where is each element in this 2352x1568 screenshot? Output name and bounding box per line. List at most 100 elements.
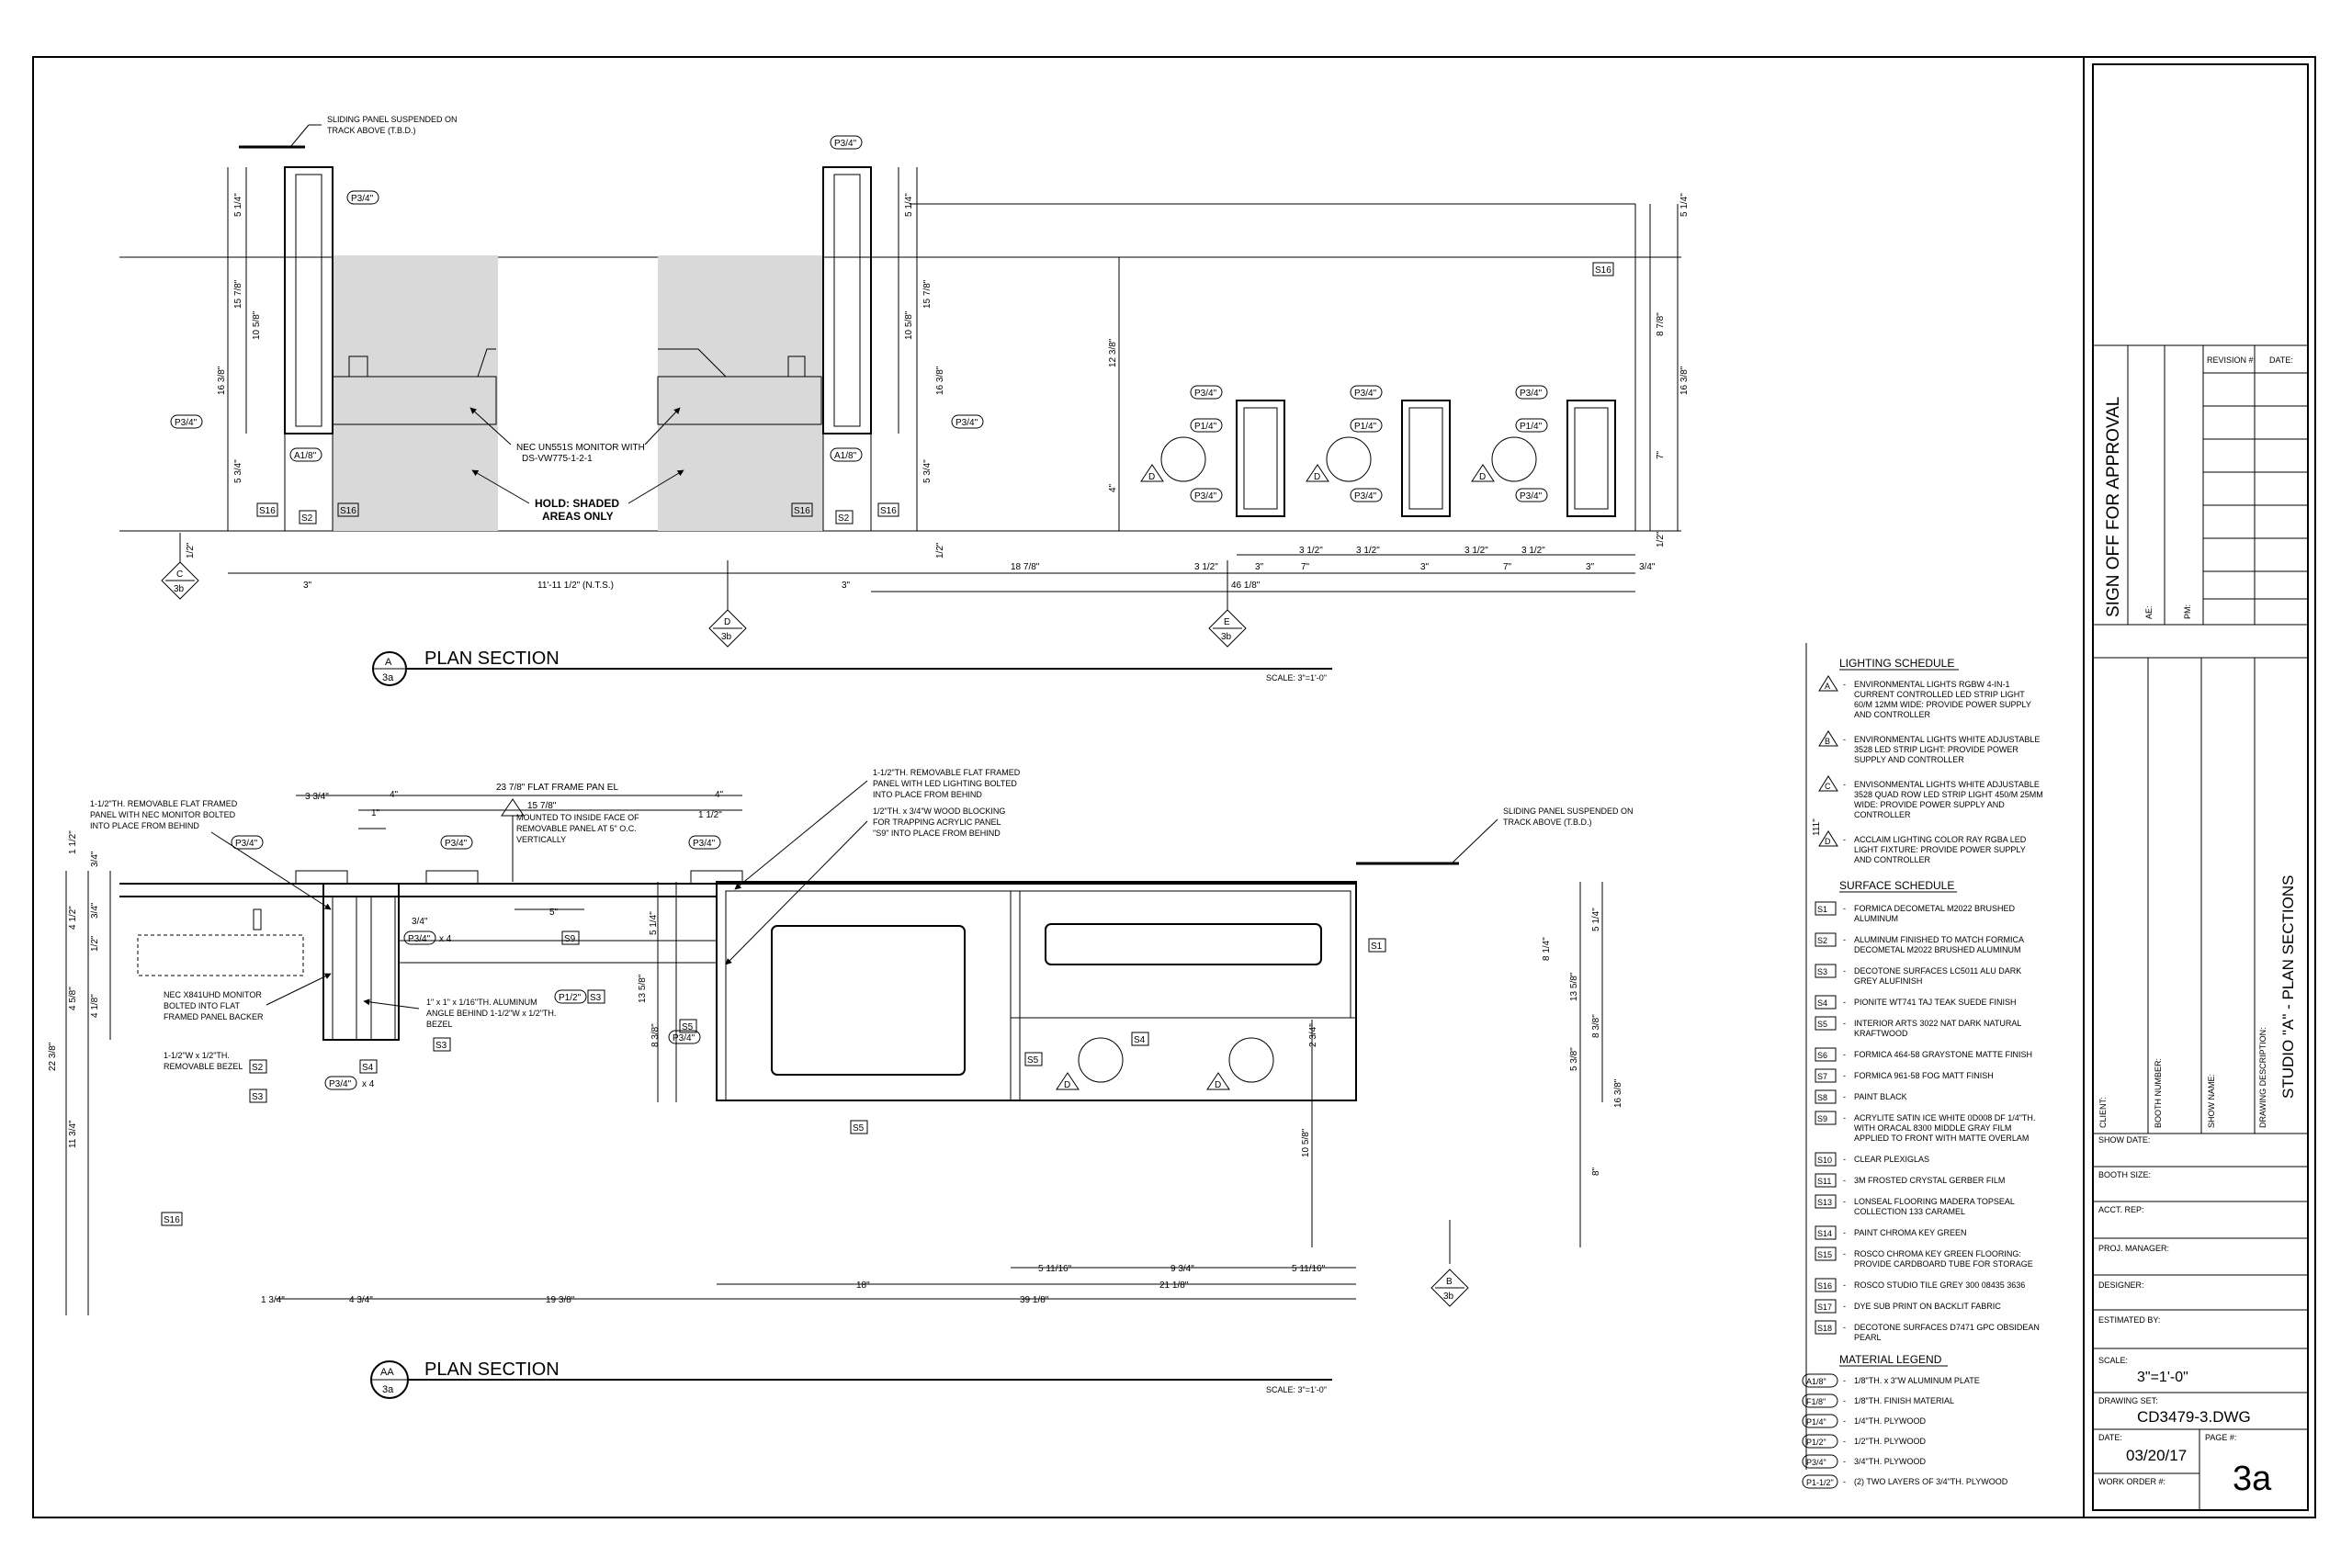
item-text: PROVIDE CARDBOARD TUBE FOR STORAGE xyxy=(1854,1259,2033,1269)
tag-box xyxy=(1815,1247,1837,1261)
drawing-description-value: STUDIO "A" - PLAN SECTIONS xyxy=(2279,875,2297,1100)
tag-label: S5 xyxy=(1817,1020,1827,1029)
tag-triangle xyxy=(1818,730,1838,747)
dim: 3 1/2" xyxy=(1521,546,1545,556)
tag-box xyxy=(1815,964,1837,978)
designer-label: DESIGNER: xyxy=(2098,1280,2144,1290)
tag-letter: D xyxy=(1825,837,1831,846)
dim: 16 3/8" xyxy=(935,366,945,395)
dash: - xyxy=(1843,904,1846,913)
note-panel-monitor: 1-1/2"TH. REMOVABLE FLAT FRAMED xyxy=(90,799,238,808)
tag-pill xyxy=(1802,1434,1838,1449)
note-mounted-2: REMOVABLE PANEL AT 5" O.C. xyxy=(516,824,637,833)
sheet-border xyxy=(32,56,2316,1518)
dash: - xyxy=(1843,1249,1846,1258)
note-bezel: 1-1/2"W x 1/2"TH. xyxy=(164,1051,230,1060)
date-label: DATE: xyxy=(2098,1433,2122,1442)
note-led-panel-2: PANEL WITH LED LIGHTING BOLTED xyxy=(873,779,1017,788)
dim: 5 1/4" xyxy=(1679,193,1690,217)
note-angle-3: BEZEL xyxy=(426,1020,453,1029)
surface-item: S13-LONSEAL FLOORING MADERA TOPSEALCOLLE… xyxy=(1815,1194,2015,1216)
tag-p12: P1/2" xyxy=(559,993,582,1003)
dash: - xyxy=(1843,1019,1846,1028)
dim: 1 3/4" xyxy=(261,1295,285,1305)
scale-value: 3"=1'-0" xyxy=(2137,1370,2188,1385)
tag-label: P3/4" xyxy=(1806,1458,1826,1467)
page-number-value: 3a xyxy=(2233,1460,2272,1498)
note-bezel-2: REMOVABLE BEZEL xyxy=(164,1062,243,1071)
tag-s2: S2 xyxy=(838,513,850,524)
dim: 3 1/2" xyxy=(1464,546,1488,556)
date-value: 03/20/17 xyxy=(2126,1447,2187,1464)
dim: 5 1/4" xyxy=(233,193,243,217)
drawing-description-label: DRAWING DESCRIPTION: xyxy=(2258,1027,2267,1128)
tag-p14: P1/4" xyxy=(1194,422,1217,432)
dim: 111" xyxy=(1812,818,1822,836)
dash: - xyxy=(1843,1280,1846,1290)
tag-s3: S3 xyxy=(435,1041,447,1051)
schedules-panel: LIGHTING SCHEDULE A-ENVIRONMENTAL LIGHTS… xyxy=(1802,657,2043,1489)
bubble-top: AA xyxy=(380,1367,394,1378)
dim: 4" xyxy=(1108,483,1118,492)
dim: 1/2" xyxy=(90,935,100,952)
dash: - xyxy=(1843,1228,1846,1237)
note-sliding-panel-2: TRACK ABOVE (T.B.D.) xyxy=(327,126,416,135)
bubble-bottom: 3a xyxy=(382,672,394,683)
item-text: ALUMINUM FINISHED TO MATCH FORMICA xyxy=(1854,935,2024,944)
tag-p34: P3/4" xyxy=(1520,491,1543,502)
tag-a18: A1/8" xyxy=(294,451,317,461)
item-text: PEARL xyxy=(1854,1333,1882,1342)
tag-pill xyxy=(1802,1373,1838,1388)
dim-flat-frame: 23 7/8" FLAT FRAME PAN EL xyxy=(496,783,618,793)
item-text: ROSCO STUDIO TILE GREY 300 08435 3636 xyxy=(1854,1280,2025,1290)
dash: - xyxy=(1843,966,1846,976)
tag-d-3: D xyxy=(1479,472,1486,482)
item-text: WITH ORACAL 8300 MIDDLE GRAY FILM xyxy=(1854,1123,2011,1133)
tag-label: F1/8" xyxy=(1806,1397,1826,1406)
tag-p34: P3/4" xyxy=(1194,389,1217,399)
tag-p34: P3/4" xyxy=(1354,389,1377,399)
led-panel-box xyxy=(716,881,1357,1101)
dash: - xyxy=(1843,1155,1846,1164)
tag-letter: C xyxy=(1825,782,1831,791)
dash: - xyxy=(1843,680,1846,689)
drawing-set-value: CD3479-3.DWG xyxy=(2137,1408,2251,1426)
tag-p34: P3/4" xyxy=(693,839,716,849)
tag-p34: P3/4" xyxy=(1520,389,1543,399)
surface-item: S15-ROSCO CHROMA KEY GREEN FLOORING:PROV… xyxy=(1815,1247,2033,1269)
ae-label: AE: xyxy=(2144,605,2154,619)
estimated-by-label: ESTIMATED BY: xyxy=(2098,1315,2160,1325)
acct-rep-label: ACCT. REP: xyxy=(2098,1205,2144,1214)
item-text: LIGHT FIXTURE: PROVIDE POWER SUPPLY xyxy=(1854,845,2026,854)
tag-label: S4 xyxy=(1817,998,1827,1008)
section-scale: SCALE: 3"=1'-0" xyxy=(1266,1385,1327,1394)
tag-box xyxy=(1815,1152,1837,1167)
tag-letter: B xyxy=(1825,737,1830,746)
lighting-item: B-ENVIRONMENTAL LIGHTS WHITE ADJUSTABLE3… xyxy=(1818,730,2040,764)
item-text: ENVIRONMENTAL LIGHTS WHITE ADJUSTABLE xyxy=(1854,735,2040,744)
dim: 13 5/8" xyxy=(638,974,648,1003)
tag-box xyxy=(1815,901,1837,916)
tag-box xyxy=(1815,1111,1837,1125)
dim: 4" xyxy=(390,790,399,800)
dim: 3" xyxy=(1586,562,1595,572)
light-box-3 xyxy=(1566,400,1616,517)
dim: 16 3/8" xyxy=(1613,1078,1623,1108)
material-item: P1-1/2"-(2) TWO LAYERS OF 3/4"TH. PLYWOO… xyxy=(1802,1474,2008,1489)
dash: - xyxy=(1843,1302,1846,1311)
note-sliding-panel-2: TRACK ABOVE (T.B.D.) xyxy=(1503,818,1592,827)
tag-d: D xyxy=(1215,1080,1221,1090)
title-block: REVISION #: DATE: SIGN OFF FOR APPROVAL … xyxy=(2092,63,2309,1511)
dash: - xyxy=(1843,780,1846,789)
dash: - xyxy=(1843,1396,1846,1405)
dim: 8 3/8" xyxy=(650,1023,661,1047)
show-date-label: SHOW DATE: xyxy=(2098,1135,2150,1145)
dim: 10 5/8" xyxy=(1301,1128,1311,1157)
tag-triangle xyxy=(1818,830,1838,847)
item-text: SUPPLY AND CONTROLLER xyxy=(1854,755,1964,764)
material-legend-list: A1/8"-1/8"TH. x 3"W ALUMINUM PLATEF1/8"-… xyxy=(1802,1373,2008,1489)
tag-box xyxy=(1815,1173,1837,1188)
dim: 3/4" xyxy=(1639,562,1656,572)
booth-size-label: BOOTH SIZE: xyxy=(2098,1170,2151,1179)
dash: - xyxy=(1843,1050,1846,1059)
